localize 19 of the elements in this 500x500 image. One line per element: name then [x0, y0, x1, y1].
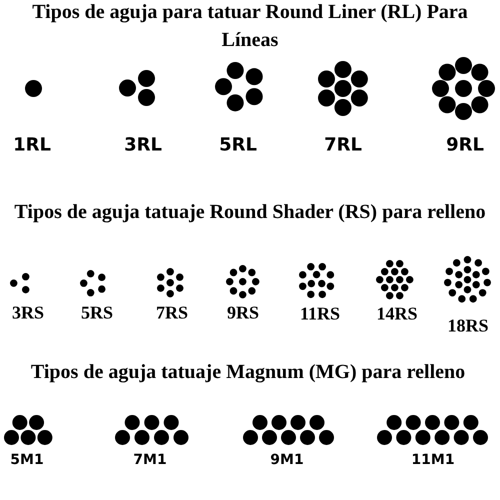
needle-label: 9RS [227, 302, 259, 324]
section-heading: Tipos de aguja para tatuar Round Liner (RL) Para Líneas [31, 0, 469, 53]
needle-label: 11M1 [411, 452, 455, 468]
needle-label: 3RL [124, 134, 162, 156]
needle-label: 5RS [81, 302, 113, 324]
needle-label: 14RS [376, 304, 418, 324]
needle-label: 1RL [13, 134, 51, 156]
needle-label: 5RL [219, 134, 257, 156]
needle-label: 11RS [300, 304, 340, 324]
needle-label: 7M1 [133, 452, 167, 468]
needle-label: 5M1 [10, 452, 44, 468]
section-heading: Tipos de aguja tatuaje Magnum (MG) para relleno [30, 360, 466, 385]
needle-label: 9RL [446, 134, 484, 156]
section-heading: Tipos de aguja tatuaje Round Shader (RS) para relleno [13, 200, 487, 225]
needle-label: 7RS [156, 302, 188, 324]
needle-label: 9M1 [270, 452, 304, 468]
needle-label: 18RS [448, 316, 488, 336]
needle-label: 7RL [324, 134, 362, 156]
needle-label: 3RS [12, 302, 44, 324]
